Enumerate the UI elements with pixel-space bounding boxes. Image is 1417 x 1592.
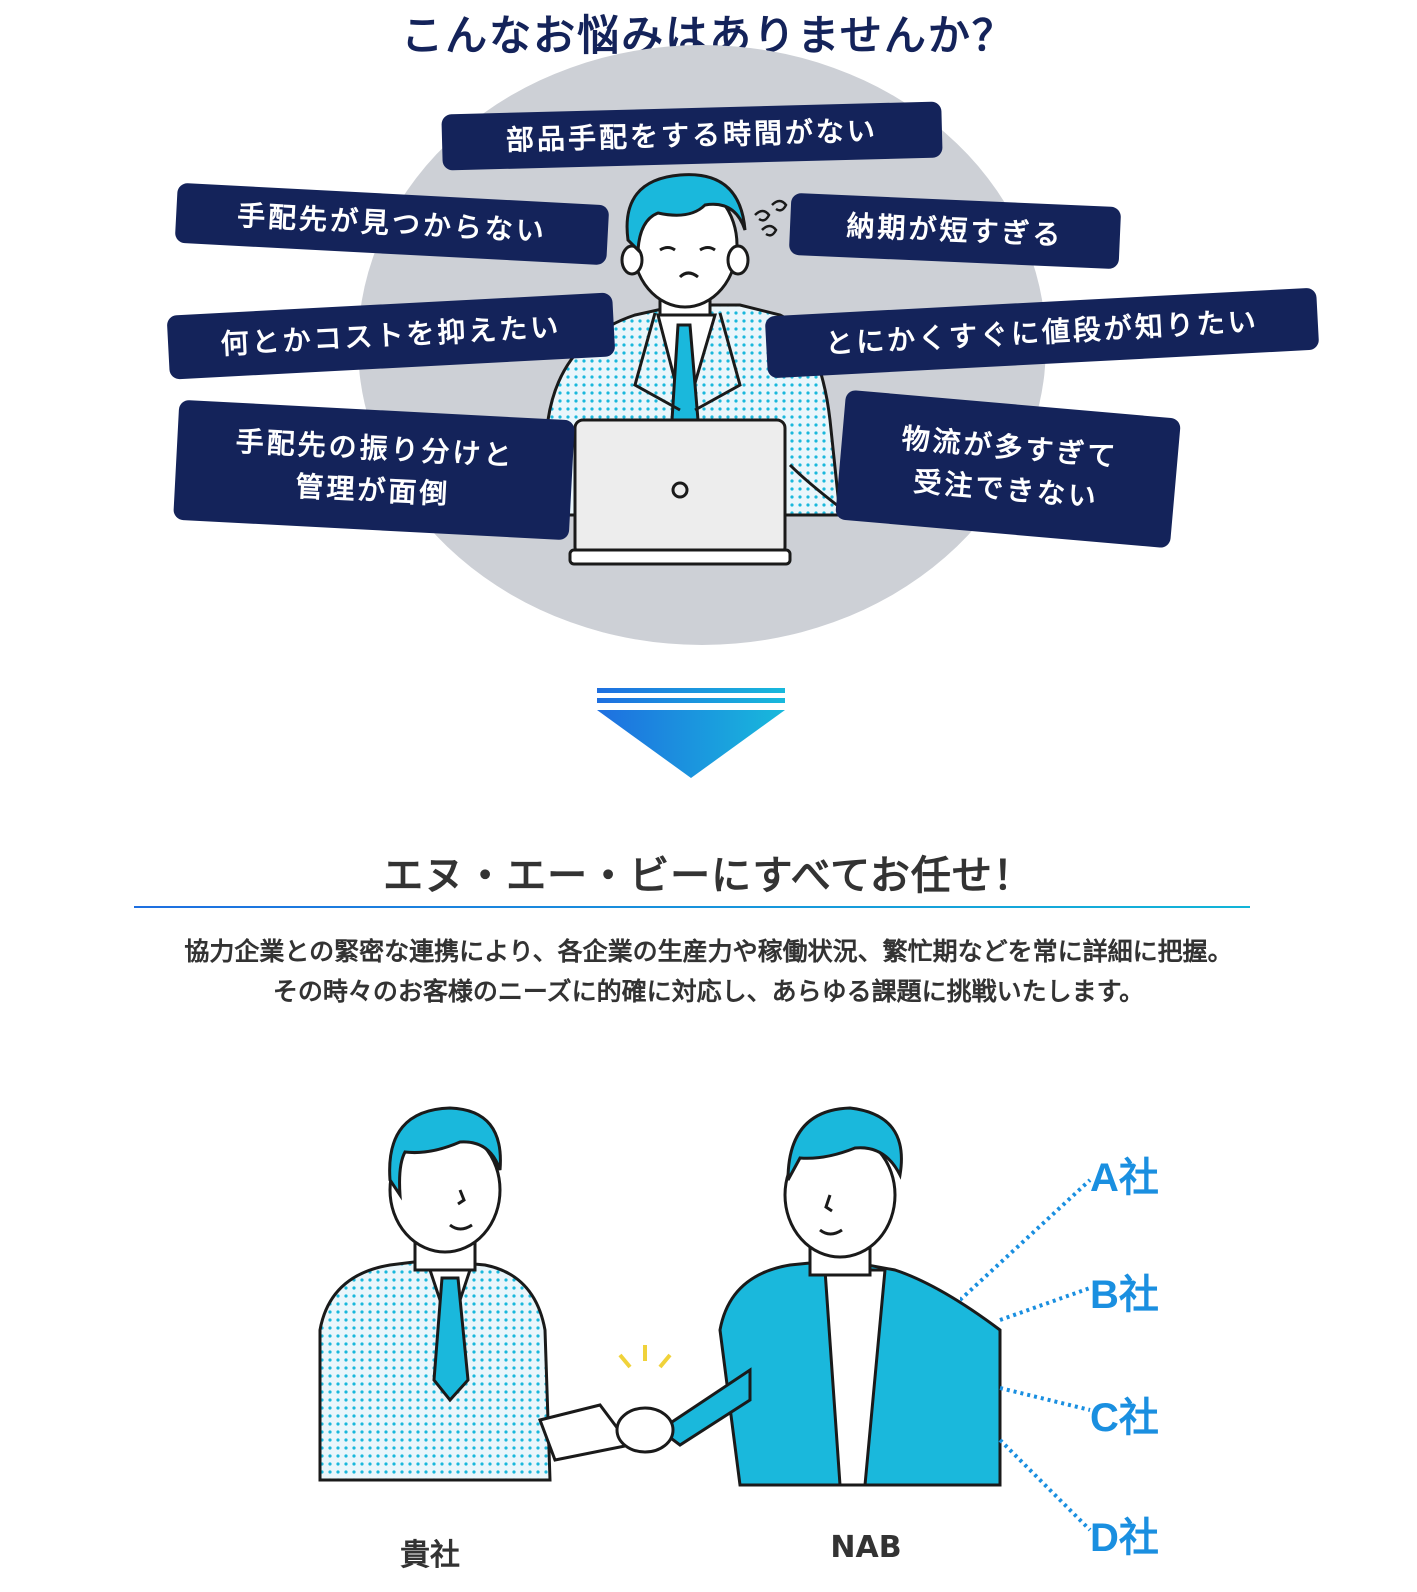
worry-text: 何とかコストを抑えたい (219, 310, 563, 361)
down-arrow-icon (597, 688, 785, 778)
worry-text: 部品手配をする時間がない (505, 114, 879, 157)
client-label: 貴社 (400, 1538, 460, 1573)
partner-label-c: C社 (1090, 1396, 1159, 1440)
solution-title: エヌ・エー・ビーにすべてお任せ！ (383, 853, 1034, 899)
handshake-illustration (318, 1106, 1002, 1487)
description-line-2: その時々のお客様のニーズに的確に対応し、あらゆる課題に挑戦いたします。 (272, 977, 1145, 1006)
partner-label-a: A社 (1090, 1156, 1159, 1200)
title-underline (134, 906, 1250, 908)
worry-text: 納期が短すぎる (845, 209, 1065, 252)
nab-label: NAB (830, 1530, 902, 1565)
worry-text-line2: 管理が面倒 (294, 469, 452, 512)
worry-text: 手配先が見つからない (236, 198, 548, 249)
worried-man-illustration (546, 173, 851, 566)
worry-bubble-management: 手配先の振り分けと 管理が面倒 (173, 399, 575, 541)
partner-label-d: D社 (1090, 1516, 1159, 1560)
description-line-1: 協力企業との緊密な連携により、各企業の生産力や稼働状況、繁忙期などを常に詳細に把… (184, 937, 1233, 966)
partner-label-b: B社 (1090, 1273, 1159, 1317)
partner-connector-lines (960, 1178, 1092, 1532)
worry-text-line1: 手配先の振り分けと (234, 424, 516, 473)
worry-text: とにかくすぐに値段が知りたい (824, 304, 1260, 361)
